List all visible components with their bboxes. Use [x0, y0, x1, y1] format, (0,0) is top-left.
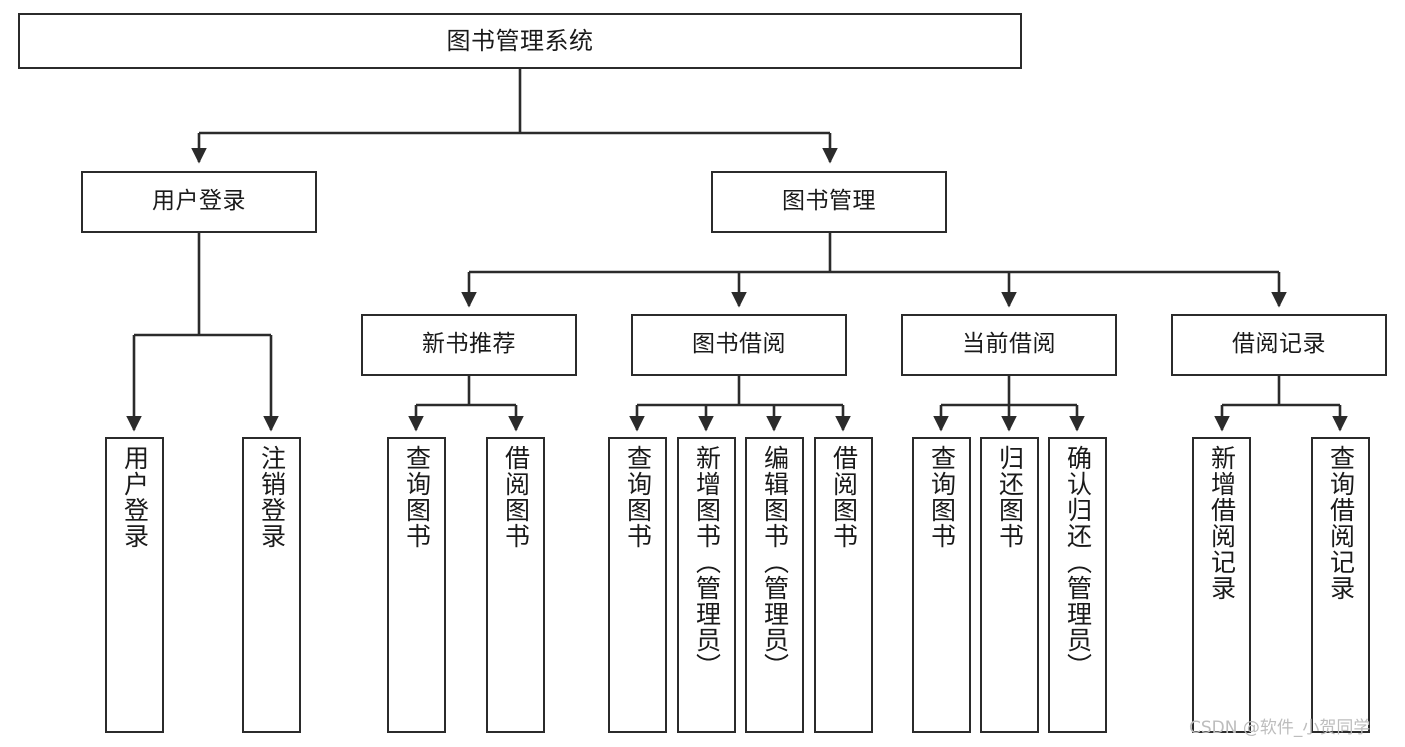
leaf-current-return-book[interactable]: 归还图书 — [980, 437, 1039, 733]
leaf-current-confirm-return-admin[interactable]: 确认归还（管理员） — [1048, 437, 1107, 733]
leaf-borrow-edit-book-admin[interactable]: 编辑图书（管理员） — [745, 437, 804, 733]
node-book-management[interactable]: 图书管理 — [711, 171, 947, 233]
leaf-borrow-add-book-admin-label: 新增图书（管理员） — [692, 445, 722, 679]
node-book-borrow-label: 图书借阅 — [692, 331, 786, 358]
leaf-borrow-query-book[interactable]: 查询图书 — [608, 437, 667, 733]
leaf-user-login-signin[interactable]: 用户登录 — [105, 437, 164, 733]
node-borrow-records-label: 借阅记录 — [1232, 331, 1326, 358]
leaf-user-login-signout[interactable]: 注销登录 — [242, 437, 301, 733]
leaf-records-query-record[interactable]: 查询借阅记录 — [1311, 437, 1370, 733]
leaf-new-book-query-label: 查询图书 — [402, 445, 432, 549]
leaf-records-add-record[interactable]: 新增借阅记录 — [1192, 437, 1251, 733]
leaf-records-add-record-label: 新增借阅记录 — [1207, 445, 1237, 601]
watermark-text: CSDN @软件_小贺同学 — [1189, 718, 1371, 738]
node-book-management-label: 图书管理 — [782, 188, 876, 215]
leaf-new-book-query[interactable]: 查询图书 — [387, 437, 446, 733]
node-root-system[interactable]: 图书管理系统 — [18, 13, 1022, 69]
node-new-book-recommend[interactable]: 新书推荐 — [361, 314, 577, 376]
leaf-borrow-borrow-book[interactable]: 借阅图书 — [814, 437, 873, 733]
leaf-current-return-book-label: 归还图书 — [995, 445, 1025, 549]
leaf-borrow-edit-book-admin-label: 编辑图书（管理员） — [760, 445, 790, 679]
node-new-book-recommend-label: 新书推荐 — [422, 331, 516, 358]
node-book-borrow[interactable]: 图书借阅 — [631, 314, 847, 376]
leaf-borrow-query-book-label: 查询图书 — [623, 445, 653, 549]
node-current-borrow[interactable]: 当前借阅 — [901, 314, 1117, 376]
node-current-borrow-label: 当前借阅 — [962, 331, 1056, 358]
leaf-new-book-borrow[interactable]: 借阅图书 — [486, 437, 545, 733]
leaf-user-login-signin-label: 用户登录 — [120, 445, 150, 549]
leaf-user-login-signout-label: 注销登录 — [257, 445, 287, 549]
leaf-current-query-book[interactable]: 查询图书 — [912, 437, 971, 733]
node-root-label: 图书管理系统 — [446, 26, 594, 55]
node-user-login-label: 用户登录 — [152, 188, 246, 215]
leaf-new-book-borrow-label: 借阅图书 — [501, 445, 531, 549]
leaf-records-query-record-label: 查询借阅记录 — [1326, 445, 1356, 601]
node-borrow-records[interactable]: 借阅记录 — [1171, 314, 1387, 376]
leaf-borrow-borrow-book-label: 借阅图书 — [829, 445, 859, 549]
node-user-login[interactable]: 用户登录 — [81, 171, 317, 233]
leaf-borrow-add-book-admin[interactable]: 新增图书（管理员） — [677, 437, 736, 733]
leaf-current-query-book-label: 查询图书 — [927, 445, 957, 549]
leaf-current-confirm-return-admin-label: 确认归还（管理员） — [1063, 445, 1093, 679]
